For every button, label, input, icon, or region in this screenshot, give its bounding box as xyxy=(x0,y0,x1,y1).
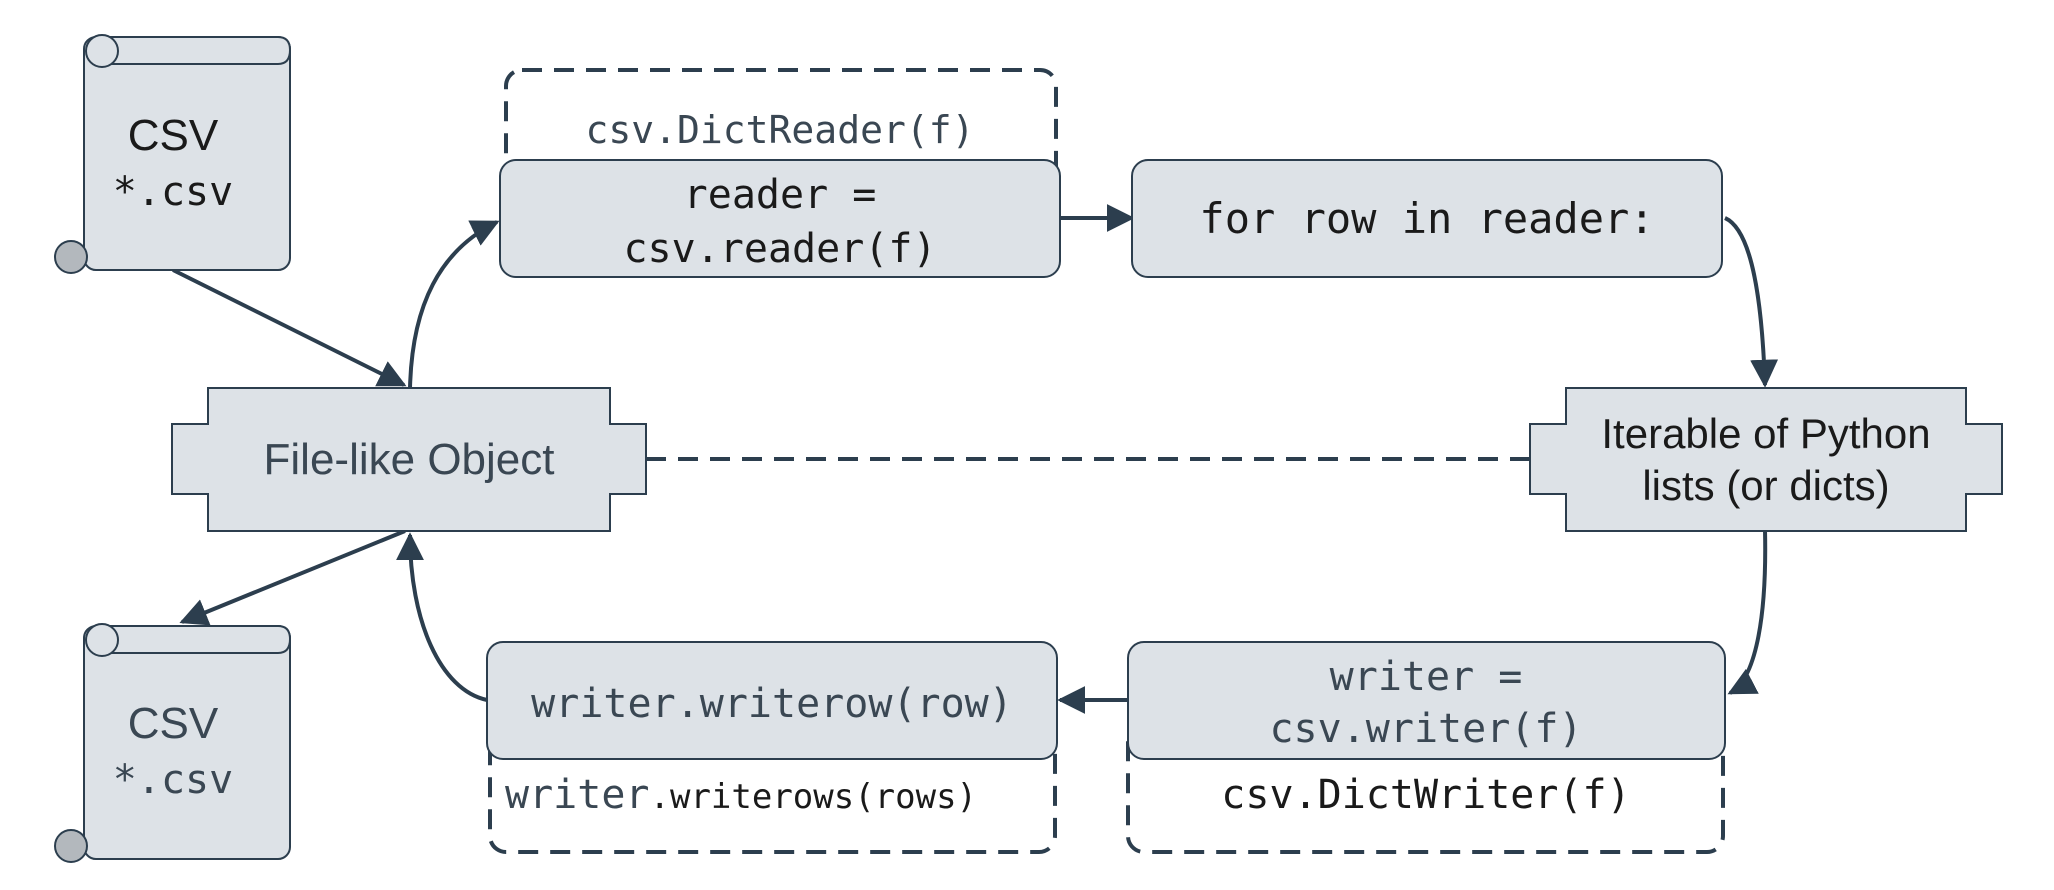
loop-label: for row in reader: xyxy=(1199,194,1654,243)
arrow-loop-to-iterable xyxy=(1724,216,1779,388)
csv-output-title: CSV xyxy=(128,699,219,748)
arrow-file-to-reader xyxy=(408,220,500,389)
writerows-label: writer.writerows(rows) xyxy=(505,772,977,818)
writer-box: writer = csv.writer(f) xyxy=(1127,641,1726,760)
reader-line1: reader = xyxy=(684,172,877,218)
iterable-box: Iterable of Python lists (or dicts) xyxy=(1529,387,2003,532)
arrow-csv-to-file xyxy=(172,268,407,387)
file-like-label: File-like Object xyxy=(264,435,555,484)
writerow-box: writer.writerow(row) xyxy=(486,641,1058,760)
dictwriter-label: csv.DictWriter(f) xyxy=(1221,772,1630,818)
arrow-file-to-csv xyxy=(179,529,406,626)
file-like-object: File-like Object xyxy=(171,387,647,532)
writer-line2: csv.writer(f) xyxy=(1269,706,1582,752)
loop-box: for row in reader: xyxy=(1131,159,1723,278)
reader-line2: csv.reader(f) xyxy=(623,226,936,272)
writerows-prefix: writer xyxy=(505,772,650,818)
dictreader-label: csv.DictReader(f) xyxy=(586,108,975,152)
reader-box: reader = csv.reader(f) xyxy=(499,159,1061,278)
writerow-label: writer.writerow(row) xyxy=(531,681,1013,727)
csv-input-ext: *.csv xyxy=(113,169,233,215)
csv-input-scroll: CSV *.csv xyxy=(54,34,292,274)
writer-line1: writer = xyxy=(1330,654,1523,700)
csv-output-ext: *.csv xyxy=(113,757,233,803)
arrow-iterable-to-writer xyxy=(1727,529,1768,695)
arrow-writerow-to-file xyxy=(396,532,488,702)
csv-input-title: CSV xyxy=(128,111,219,160)
writerows-suffix: .writerows(rows) xyxy=(650,777,978,817)
iterable-line1: Iterable of Python xyxy=(1601,410,1930,457)
csv-output-scroll: CSV *.csv xyxy=(54,623,292,863)
iterable-line2: lists (or dicts) xyxy=(1642,462,1889,509)
